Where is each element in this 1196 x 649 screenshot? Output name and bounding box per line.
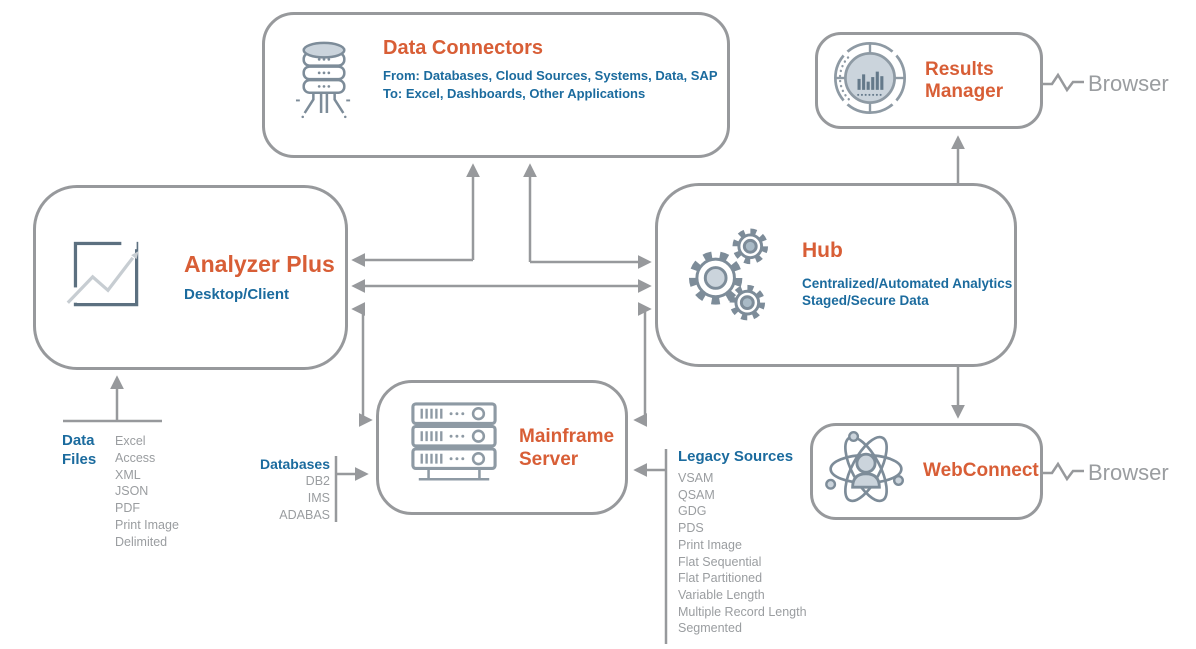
server-rack-icon (405, 400, 503, 495)
list-item: IMS (307, 491, 330, 505)
list-item: JSON (115, 484, 149, 499)
node-title: Analyzer Plus (184, 251, 335, 278)
node-title: Results Manager (925, 58, 1004, 102)
node-subtitle-line: From: Databases, Cloud Sources, Systems,… (383, 67, 718, 83)
legacy-sources-label: Legacy Sources (678, 448, 794, 465)
list-item: DB2 (305, 474, 330, 488)
list-item: GDG (678, 504, 707, 519)
database-stack-icon (295, 38, 353, 135)
node-title: Hub (802, 239, 843, 263)
browser-label-top: Browser (1088, 71, 1169, 96)
gauge-chart-icon (829, 37, 911, 124)
list-item: Variable Length (678, 587, 765, 602)
list-item: Multiple Record Length (678, 604, 807, 619)
list-item: Excel (115, 434, 146, 448)
trend-chart-icon (64, 232, 150, 323)
arrow-analyzer-mainframe (359, 309, 373, 427)
node-data-connectors: Data Connectors From: Databases, Cloud S… (262, 12, 730, 158)
data-files-label: Data Files (62, 432, 97, 468)
node-subtitle-line: To: Excel, Dashboards, Other Application… (383, 86, 646, 102)
squiggle-webconnect-browser (1043, 461, 1084, 482)
node-hub: Hub Centralized/Automated Analytics Stag… (655, 183, 1017, 367)
list-item: XML (115, 467, 141, 482)
arrow-hub-mainframe (633, 309, 647, 427)
list-item: Flat Sequential (678, 554, 762, 569)
node-subtitle-line: Staged/Secure Data (802, 293, 929, 309)
node-title: WebConnect (923, 460, 1039, 482)
list-item: QSAM (678, 487, 715, 502)
node-subtitle: Desktop/Client (184, 285, 290, 303)
list-item: Print Image (678, 537, 742, 552)
browser-label-bottom: Browser (1088, 460, 1169, 485)
list-item: VSAM (678, 471, 714, 485)
gears-icon (688, 223, 772, 328)
list-item: PDS (678, 521, 704, 536)
list-item: Delimited (115, 534, 168, 549)
node-webconnect: WebConnect (810, 423, 1043, 520)
node-analyzer-plus: Analyzer Plus Desktop/Client (33, 185, 348, 370)
squiggle-resultsmanager-browser (1043, 72, 1084, 93)
list-item: Flat Partitioned (678, 571, 763, 586)
node-mainframe-server: Mainframe Server (376, 380, 628, 515)
atom-user-icon (823, 426, 909, 517)
list-item: Print Image (115, 517, 179, 532)
list-item: Segmented (678, 621, 742, 636)
databases-label: Databases (259, 456, 330, 472)
list-item: PDF (115, 501, 140, 516)
node-subtitle-line: Centralized/Automated Analytics (802, 275, 1013, 291)
node-title: Data Connectors (383, 37, 544, 59)
list-item: ADABAS (279, 508, 330, 522)
list-item: Access (115, 450, 156, 465)
node-results-manager: Results Manager (815, 32, 1043, 129)
node-title: Mainframe Server (519, 425, 615, 470)
